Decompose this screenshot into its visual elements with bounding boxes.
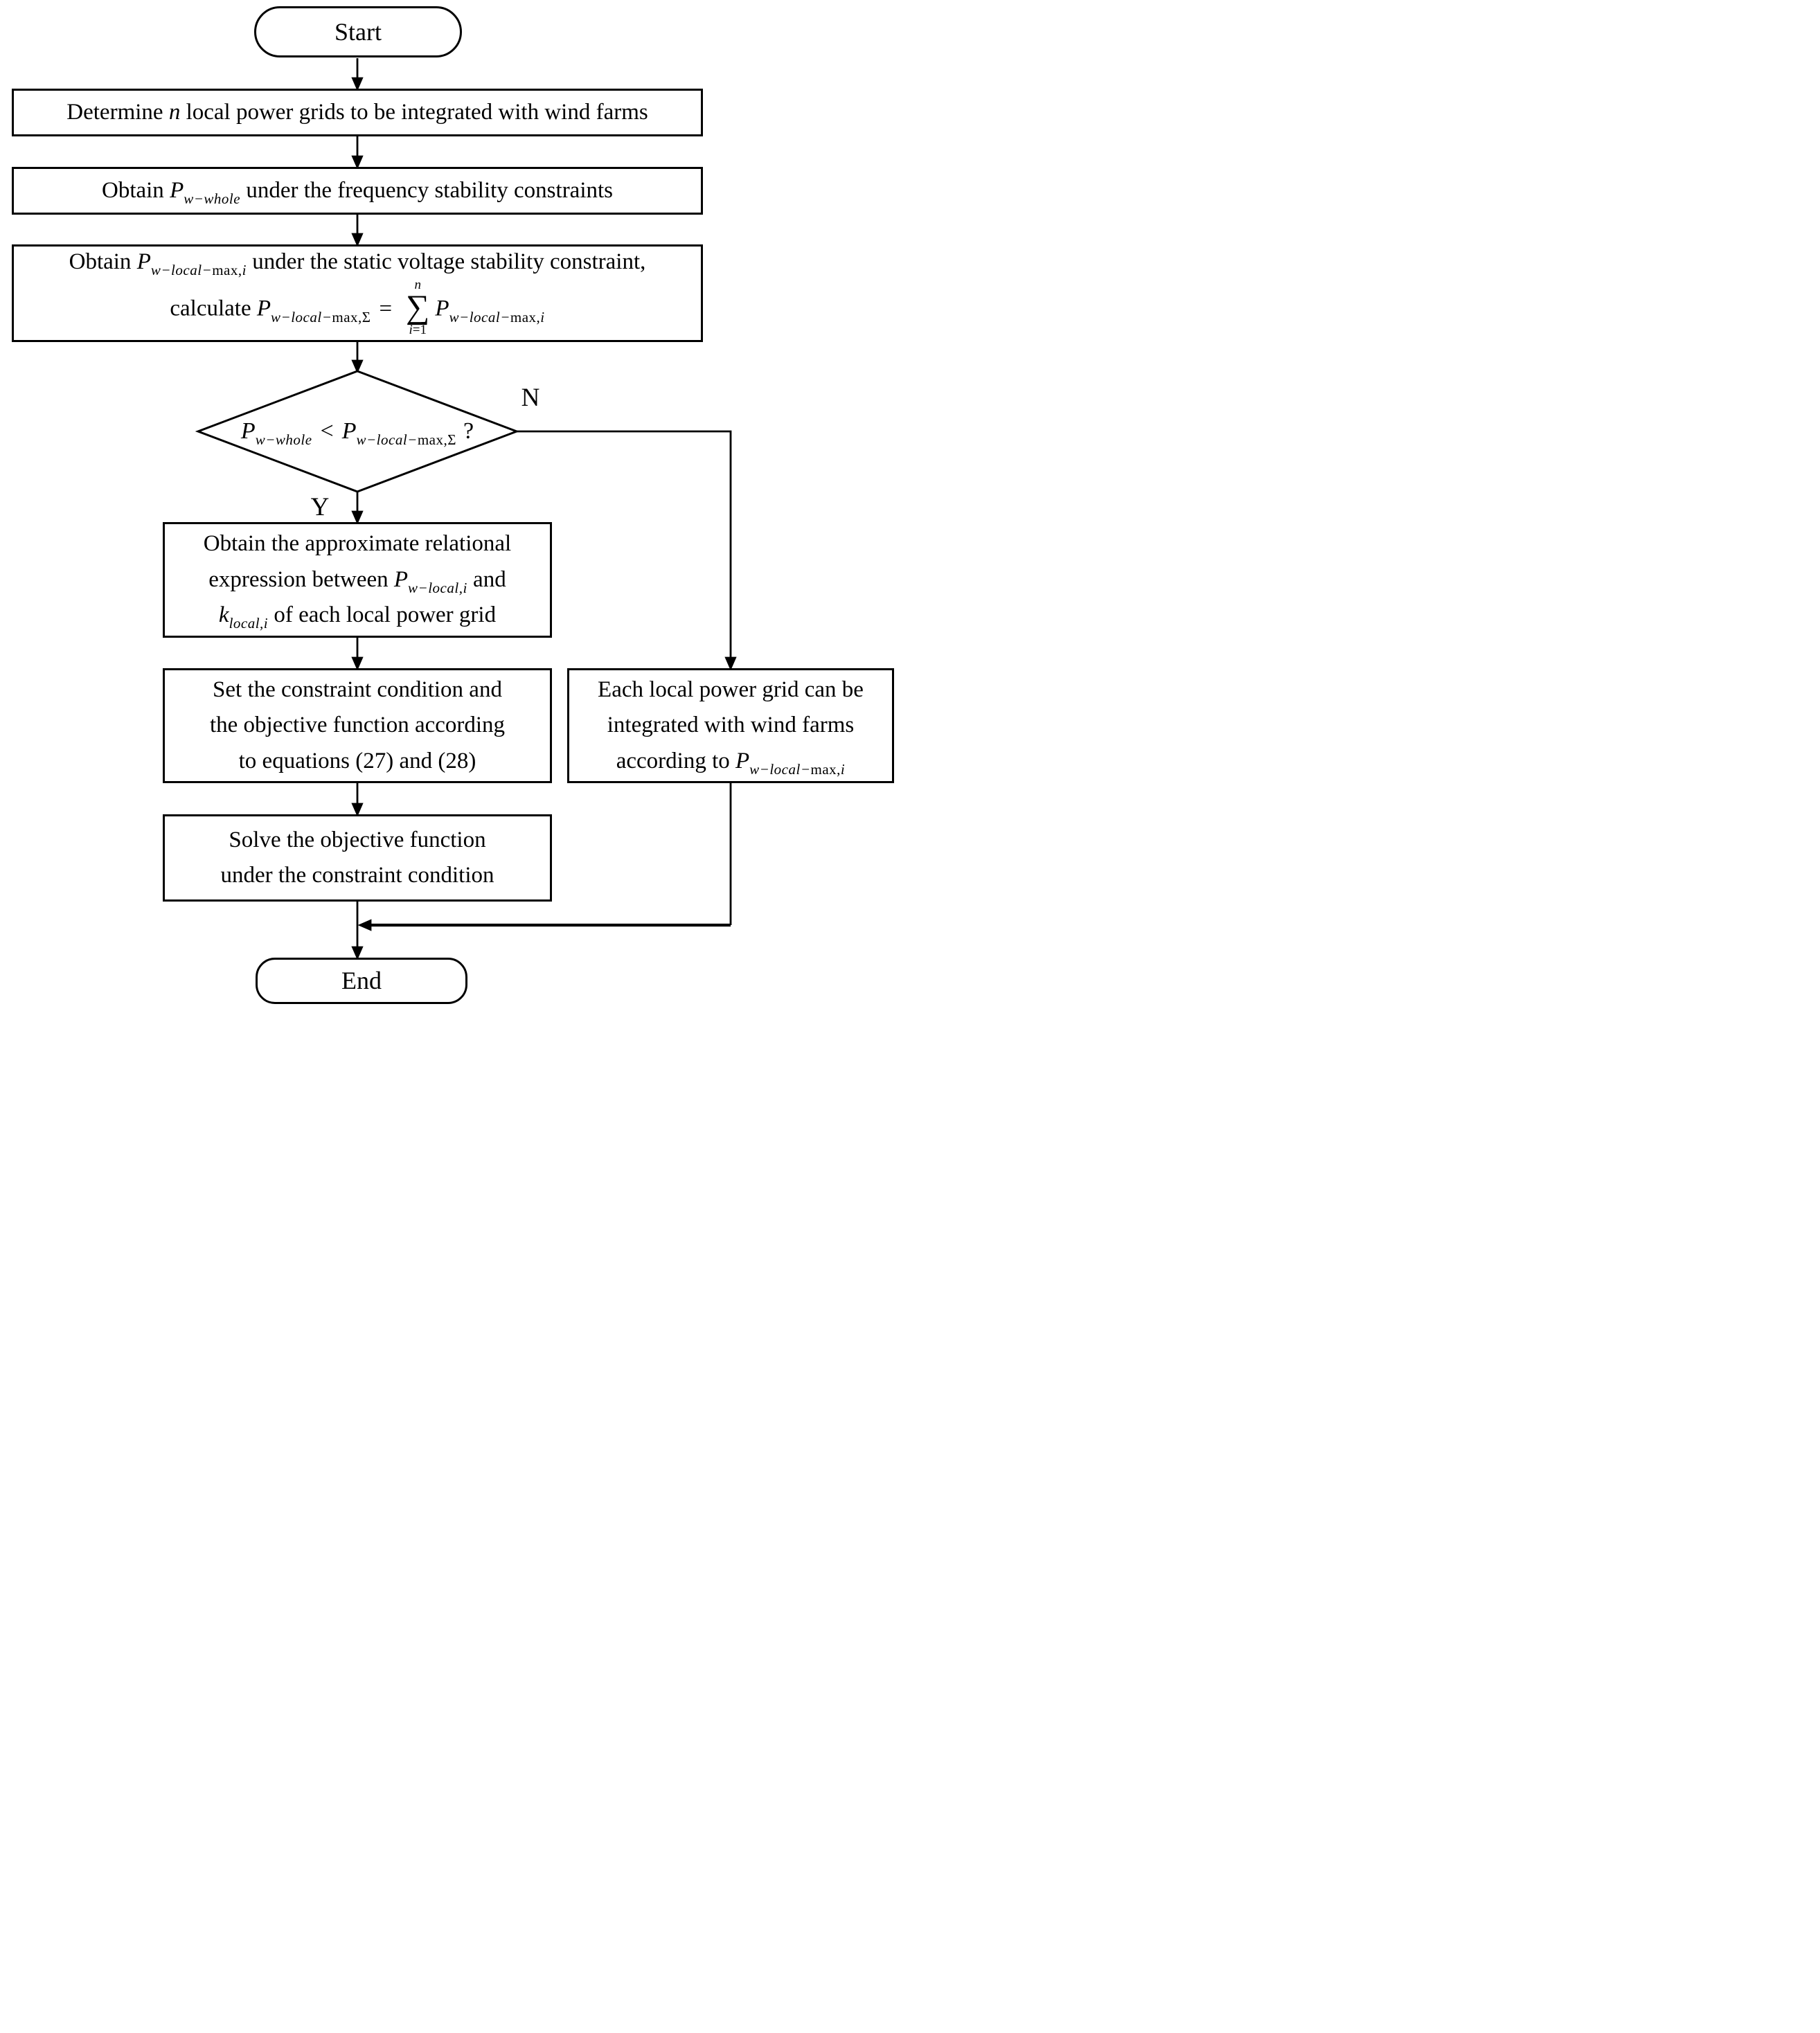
node-end: End (256, 958, 467, 1004)
math-sub-part: max, (212, 262, 242, 279)
text-fragment: of each local power grid (268, 602, 497, 628)
connector-layer (195, 58, 737, 960)
arrow-integrate-to-merge (357, 783, 732, 931)
arrow-start-to-determine (351, 58, 364, 91)
text-line: the objective function according (209, 713, 506, 738)
decision-diamond-shape (195, 370, 520, 493)
text-fragment: Obtain (101, 177, 170, 203)
math-var-p: P (435, 296, 449, 321)
arrow-constraint-to-solve (351, 783, 364, 817)
equals-sign: = (379, 296, 393, 321)
no-branch-label: N (521, 383, 540, 412)
arrow-determine-to-obtain-whole (351, 136, 364, 170)
text-line: Solve the objective function (229, 827, 486, 852)
arrow-obtain-whole-to-obtain-local (351, 215, 364, 247)
text-line: under the constraint condition (220, 863, 494, 888)
flowchart-canvas: Start Determine n local power grids to b… (0, 0, 910, 1016)
math-var-p: P (256, 296, 271, 321)
arrow-solve-to-end (351, 902, 364, 960)
less-than-sign: < (320, 418, 334, 445)
text-line: expression between Pw−local,i and (208, 562, 506, 598)
math-sub-part: i (840, 760, 846, 778)
math-sub-part: =1 (412, 322, 427, 337)
math-sub-part: w−local− (449, 308, 510, 325)
math-var-n: n (168, 99, 181, 125)
math-sub-part: w−local− (150, 262, 213, 279)
arrow-decision-no (517, 430, 737, 671)
summation-upper-limit: n (414, 278, 422, 293)
math-sub: w−local,i (408, 579, 467, 596)
text-line: Obtain Pw−local−max,i under the static v… (69, 247, 646, 278)
question-mark: ? (463, 418, 474, 445)
math-var-p: P (393, 566, 409, 592)
math-sub: w−local−max,Σ (271, 309, 371, 325)
math-sub-part: max, (510, 308, 541, 325)
text-line: according to Pw−local−max,i (616, 744, 846, 779)
text-line: Set the constraint condition and (213, 677, 502, 702)
math-sub: w−whole (255, 431, 312, 449)
math-sub-part: i (540, 308, 545, 325)
text-line: to equations (27) and (28) (238, 748, 476, 773)
text-line: Obtain Pw−whole under the frequency stab… (102, 173, 613, 208)
process-set-constraint: Set the constraint condition and the obj… (163, 668, 552, 783)
arrow-expression-to-constraint (351, 638, 364, 671)
math-var-p: P (170, 177, 184, 203)
text-fragment: calculate (170, 296, 257, 321)
yes-branch-label: Y (310, 492, 330, 521)
text-fragment: expression between (208, 566, 394, 592)
text-fragment: under the static voltage stability const… (246, 249, 646, 275)
text-fragment: according to (616, 748, 735, 773)
text-line: Pw−whole < Pw−local−max,Σ? (241, 413, 474, 449)
arrow-obtain-local-to-decision (351, 342, 364, 374)
start-label: Start (334, 17, 382, 46)
math-sub-part: i (409, 322, 413, 337)
math-sub-part: w−local− (271, 308, 332, 325)
text-line: Determine n local power grids to be inte… (66, 95, 648, 130)
math-sub-part: w−local− (749, 760, 811, 778)
process-integrate-each-grid: Each local power grid can be integrated … (567, 668, 894, 783)
sigma-symbol: ∑ (406, 289, 430, 326)
text-fragment: and (467, 566, 506, 592)
arrow-decision-yes (351, 492, 364, 525)
process-solve-objective: Solve the objective function under the c… (163, 814, 552, 902)
process-obtain-p-whole: Obtain Pw−whole under the frequency stab… (12, 167, 703, 215)
text-line: Obtain the approximate relational (203, 531, 512, 557)
summation: n∑i=1 (406, 278, 429, 337)
math-sub: w−local−max,i (449, 309, 545, 325)
text-line: klocal,i of each local power grid (219, 598, 496, 633)
math-var-p: P (136, 249, 151, 275)
math-sub-part: max, (810, 760, 841, 778)
text-fragment: Determine (66, 99, 169, 125)
process-obtain-expression: Obtain the approximate relational expres… (163, 522, 552, 638)
text-fragment: local power grids to be integrated with … (180, 99, 648, 125)
process-obtain-p-local-max: Obtain Pw−local−max,i under the static v… (12, 244, 703, 342)
math-sub-part: w−local− (356, 431, 418, 449)
text-fragment: under the frequency stability constraint… (240, 177, 614, 203)
text-fragment: Obtain (69, 249, 137, 275)
math-sub-part: i (242, 262, 247, 279)
math-sub: w−whole (184, 190, 241, 207)
text-line: integrated with wind farms (607, 713, 855, 738)
math-sub: w−local−max,Σ (357, 431, 456, 448)
math-sub: local,i (229, 615, 269, 632)
text-line: Each local power grid can be (598, 677, 864, 702)
math-var-k: k (218, 602, 229, 628)
math-var-p: P (735, 748, 750, 773)
math-sub: w−local−max,i (151, 262, 247, 278)
math-var-p: P (240, 418, 256, 445)
process-determine-grids: Determine n local power grids to be inte… (12, 89, 703, 136)
decision-node-text: Pw−whole < Pw−local−max,Σ? (212, 405, 503, 458)
node-start: Start (254, 6, 462, 57)
end-label: End (341, 967, 382, 995)
math-sub: w−local−max,i (749, 761, 845, 778)
math-sub-part: max,Σ (417, 431, 456, 449)
summation-lower-limit: i=1 (409, 323, 427, 337)
math-var-p: P (341, 418, 357, 445)
math-sub-part: max,Σ (332, 308, 371, 325)
